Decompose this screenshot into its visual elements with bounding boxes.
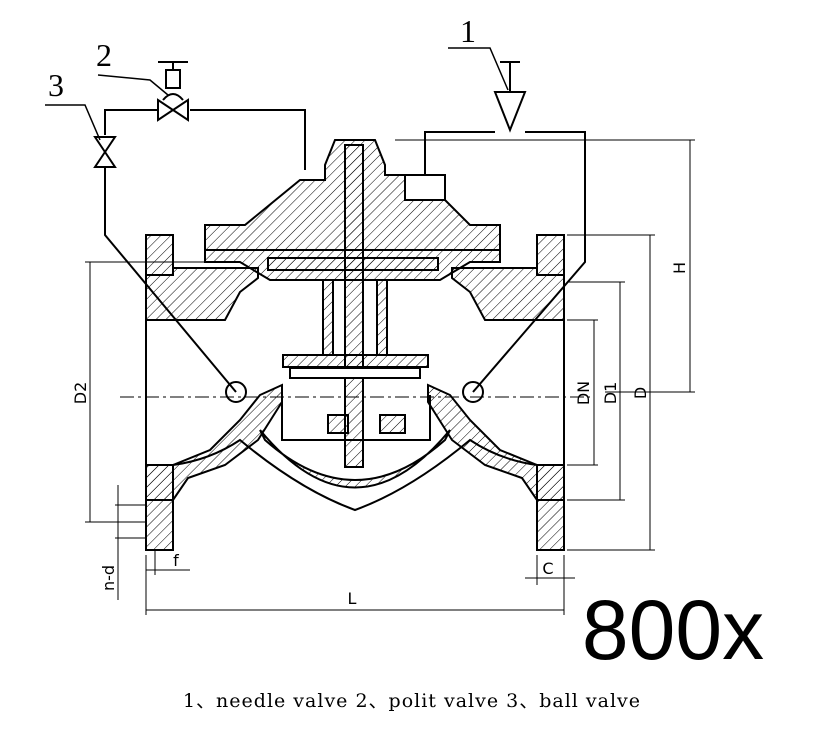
dim-d2-label: D2	[71, 382, 90, 405]
dimension-lines	[85, 139, 695, 615]
dim-f-label: f	[173, 551, 179, 570]
dim-nd-label: n-d	[99, 565, 118, 591]
callout-3: 3	[48, 67, 64, 103]
legend-caption: 1、needle valve 2、polit valve 3、ball valv…	[182, 690, 642, 712]
callout-1: 1	[460, 13, 476, 49]
dim-d-label: D	[631, 387, 650, 399]
dim-c-label: C	[542, 559, 553, 578]
needle-valve-symbol	[493, 61, 527, 133]
body-section	[145, 234, 565, 551]
pilot-valve-symbol	[157, 61, 189, 122]
dim-dn-label: DN	[574, 381, 593, 405]
pilot-piping	[104, 109, 586, 393]
callout-2: 2	[96, 37, 112, 73]
stem-assembly	[267, 144, 439, 468]
dim-h-label: H	[670, 262, 689, 274]
callout-leaders	[45, 47, 509, 141]
dim-l-label: L	[348, 589, 357, 608]
model-label: 800x	[582, 583, 764, 677]
ball-valve-symbol	[93, 136, 117, 168]
dim-d1-label: D1	[601, 382, 620, 405]
